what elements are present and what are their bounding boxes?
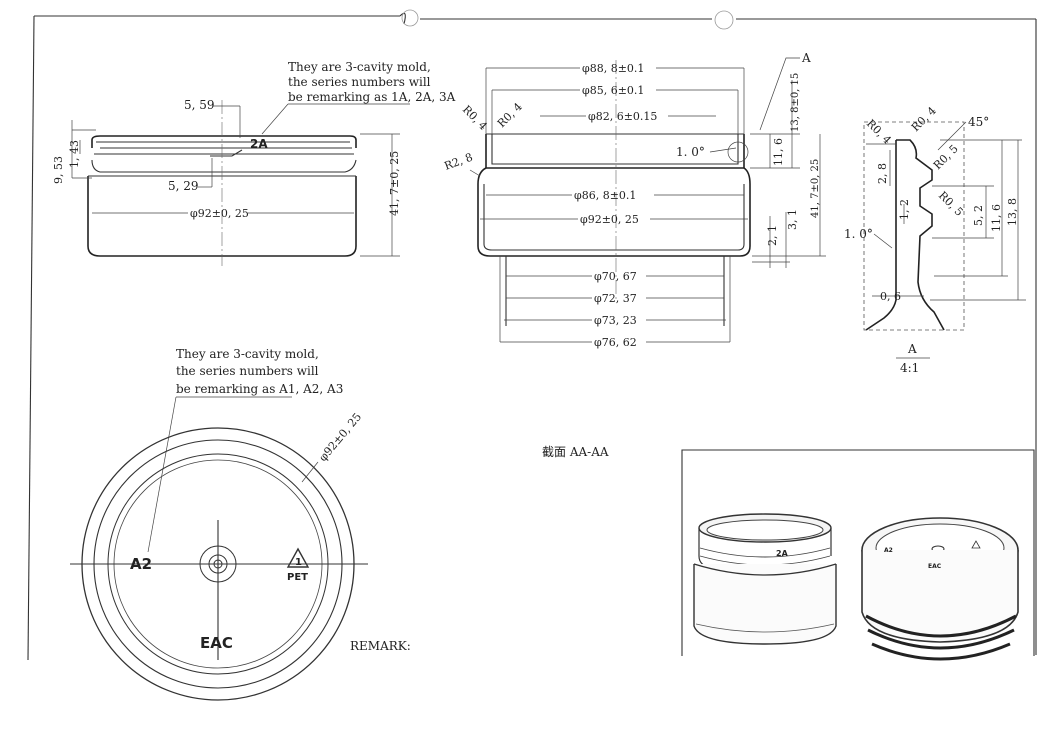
section-height-2-1: 2, 1 bbox=[766, 225, 779, 246]
recycle-label: PET bbox=[287, 572, 308, 583]
detail-dim-11-6: 11, 6 bbox=[990, 204, 1003, 232]
detail-dim-13-8: 13, 8 bbox=[1006, 198, 1019, 226]
jar-render: 2A bbox=[693, 513, 837, 645]
remark-label: REMARK: bbox=[350, 639, 411, 653]
bottom-view: φ92±0, 25 A2 1 PET EAC bbox=[70, 410, 368, 701]
side-dim-diameter: φ92±0, 25 bbox=[190, 207, 249, 220]
recycle-number: 1 bbox=[295, 557, 302, 568]
dia-82-6: φ82, 6±0.15 bbox=[588, 110, 657, 123]
section-height-41-7: 41, 7±0, 25 bbox=[810, 159, 821, 218]
sheet-border bbox=[27, 9, 1037, 661]
detail-radius-4: R0, 5 bbox=[936, 189, 966, 219]
dia-70-67: φ70, 67 bbox=[594, 270, 637, 283]
detail-name: A bbox=[907, 342, 917, 356]
bottom-note-line-1: They are 3-cavity mold, bbox=[176, 347, 319, 361]
bottom-note-line-3: be remarking as A1, A2, A3 bbox=[176, 382, 343, 396]
bottom-dim-diameter: φ92±0, 25 bbox=[316, 410, 364, 463]
lid-cert-mark: EAC bbox=[928, 563, 942, 570]
section-view: φ88, 8±0.1 φ85, 6±0.1 φ82, 6±0.15 φ86, 8… bbox=[443, 51, 826, 349]
cert-mark: EAC bbox=[200, 634, 233, 652]
detail-dim-1-2: 1, 2 bbox=[898, 199, 911, 220]
dia-85-6: φ85, 6±0.1 bbox=[582, 84, 644, 97]
top-note: They are 3-cavity mold, the series numbe… bbox=[261, 60, 456, 135]
detail-dim-0-6: 0, 6 bbox=[880, 290, 901, 303]
bottom-cavity-mark: A2 bbox=[130, 555, 152, 573]
side-dim-5-29: 5, 29 bbox=[168, 179, 199, 193]
lid-cavity-mark: A2 bbox=[884, 547, 893, 554]
dia-86-8: φ86, 8±0.1 bbox=[574, 189, 636, 202]
detail-view: R0, 4 R0, 4 45° R0, 5 R0, 5 2, 8 1, 2 5,… bbox=[844, 104, 1026, 375]
section-angle: 1. 0° bbox=[676, 145, 705, 159]
side-dim-height: 41, 7±0, 25 bbox=[388, 151, 401, 216]
render-inset: 2A A2 EAC bbox=[681, 449, 1035, 661]
section-radius-1: R0, 4 bbox=[460, 103, 490, 133]
dia-73-23: φ73, 23 bbox=[594, 314, 637, 327]
bottom-note: They are 3-cavity mold, the series numbe… bbox=[147, 347, 343, 553]
section-diameter-dims: φ88, 8±0.1 φ85, 6±0.1 φ82, 6±0.15 φ86, 8… bbox=[480, 62, 748, 349]
detail-dim-5-2: 5, 2 bbox=[972, 205, 985, 226]
section-radius-3: R2, 8 bbox=[443, 151, 475, 173]
recycle-icon: 1 PET bbox=[286, 547, 310, 583]
jar-mark: 2A bbox=[776, 549, 789, 558]
section-height-13-8: 13, 8±0, 15 bbox=[790, 73, 801, 132]
dia-72-37: φ72, 37 bbox=[594, 292, 637, 305]
bottom-note-line-2: the series numbers will bbox=[176, 364, 319, 378]
detail-radius-3: R0, 5 bbox=[931, 142, 961, 172]
detail-radius-1: R0, 4 bbox=[864, 117, 894, 147]
section-height-3-1: 3, 1 bbox=[786, 209, 799, 230]
dia-76-62: φ76, 62 bbox=[594, 336, 637, 349]
detail-scale: 4:1 bbox=[900, 361, 919, 375]
section-radius-2: R0, 4 bbox=[495, 100, 525, 130]
section-label: 截面 AA-AA bbox=[542, 445, 609, 459]
side-dim-5-59: 5, 59 bbox=[184, 98, 215, 112]
side-cavity-mark: 2A bbox=[250, 137, 268, 151]
side-dim-1-43: 1, 43 bbox=[68, 140, 81, 168]
top-note-line-2: the series numbers will bbox=[288, 75, 431, 89]
detail-angle-1: 1. 0° bbox=[844, 227, 873, 241]
detail-dim-2-8: 2, 8 bbox=[876, 163, 889, 184]
dia-92: φ92±0, 25 bbox=[580, 213, 639, 226]
detail-radius-2: R0, 4 bbox=[909, 104, 939, 134]
section-height-11-6: 11, 6 bbox=[772, 138, 785, 166]
lid-render: A2 EAC bbox=[861, 517, 1019, 661]
detail-angle-45: 45° bbox=[968, 115, 989, 129]
top-note-line-1: They are 3-cavity mold, bbox=[288, 60, 431, 74]
section-callout-a: A bbox=[801, 51, 811, 65]
side-dim-9-53: 9, 53 bbox=[52, 156, 65, 184]
side-view: 9, 53 1, 43 5, 59 5, 29 2A φ92±0, 25 41,… bbox=[52, 98, 401, 266]
top-note-line-3: be remarking as 1A, 2A, 3A bbox=[288, 90, 456, 104]
dia-88-8: φ88, 8±0.1 bbox=[582, 62, 644, 75]
